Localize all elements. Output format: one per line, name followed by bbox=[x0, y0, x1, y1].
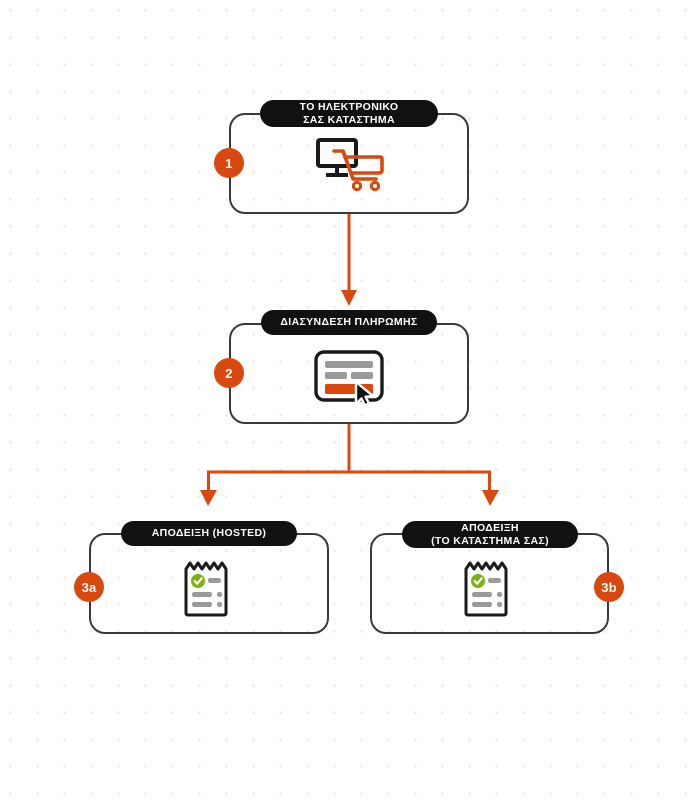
payment-card-icon bbox=[312, 348, 388, 406]
receipt-icon bbox=[463, 560, 515, 618]
ecommerce-store-icon bbox=[312, 134, 386, 194]
node-step3b-title: ΑΠΟΔΕΙΞΗ (ΤΟ ΚΑΤΑΣΤΗΜΑ ΣΑΣ) bbox=[402, 521, 578, 548]
node-step2-badge: 2 bbox=[214, 358, 244, 388]
node-step1-badge: 1 bbox=[214, 148, 244, 178]
connector-step1-to-step2 bbox=[341, 214, 357, 306]
node-step3a-title-line1: ΑΠΟΔΕΙΞΗ (HOSTED) bbox=[151, 527, 267, 540]
node-step3a-title: ΑΠΟΔΕΙΞΗ (HOSTED) bbox=[121, 521, 297, 546]
node-step3a-badge: 3a bbox=[74, 572, 104, 602]
node-step3b-title-line2: (ΤΟ ΚΑΤΑΣΤΗΜΑ ΣΑΣ) bbox=[431, 534, 549, 547]
node-step1-title-line2: ΣΑΣ ΚΑΤΑΣΤΗΜΑ bbox=[303, 113, 395, 126]
node-step3b-title-line1: ΑΠΟΔΕΙΞΗ bbox=[461, 522, 519, 534]
receipt-icon bbox=[183, 560, 235, 618]
node-step1-title: ΤΟ ΗΛΕΚΤΡΟΝΙΚΟ ΣΑΣ ΚΑΤΑΣΤΗΜΑ bbox=[260, 100, 438, 127]
node-step3b-badge: 3b bbox=[594, 572, 624, 602]
node-step2-title: ΔΙΑΣΥΝΔΕΣΗ ΠΛΗΡΩΜΗΣ bbox=[261, 310, 437, 335]
connector-step2-split bbox=[200, 424, 499, 506]
node-step2-title-line1: ΔΙΑΣΥΝΔΕΣΗ ΠΛΗΡΩΜΗΣ bbox=[280, 316, 418, 329]
node-step1-title-line1: ΤΟ ΗΛΕΚΤΡΟΝΙΚΟ bbox=[299, 101, 399, 113]
